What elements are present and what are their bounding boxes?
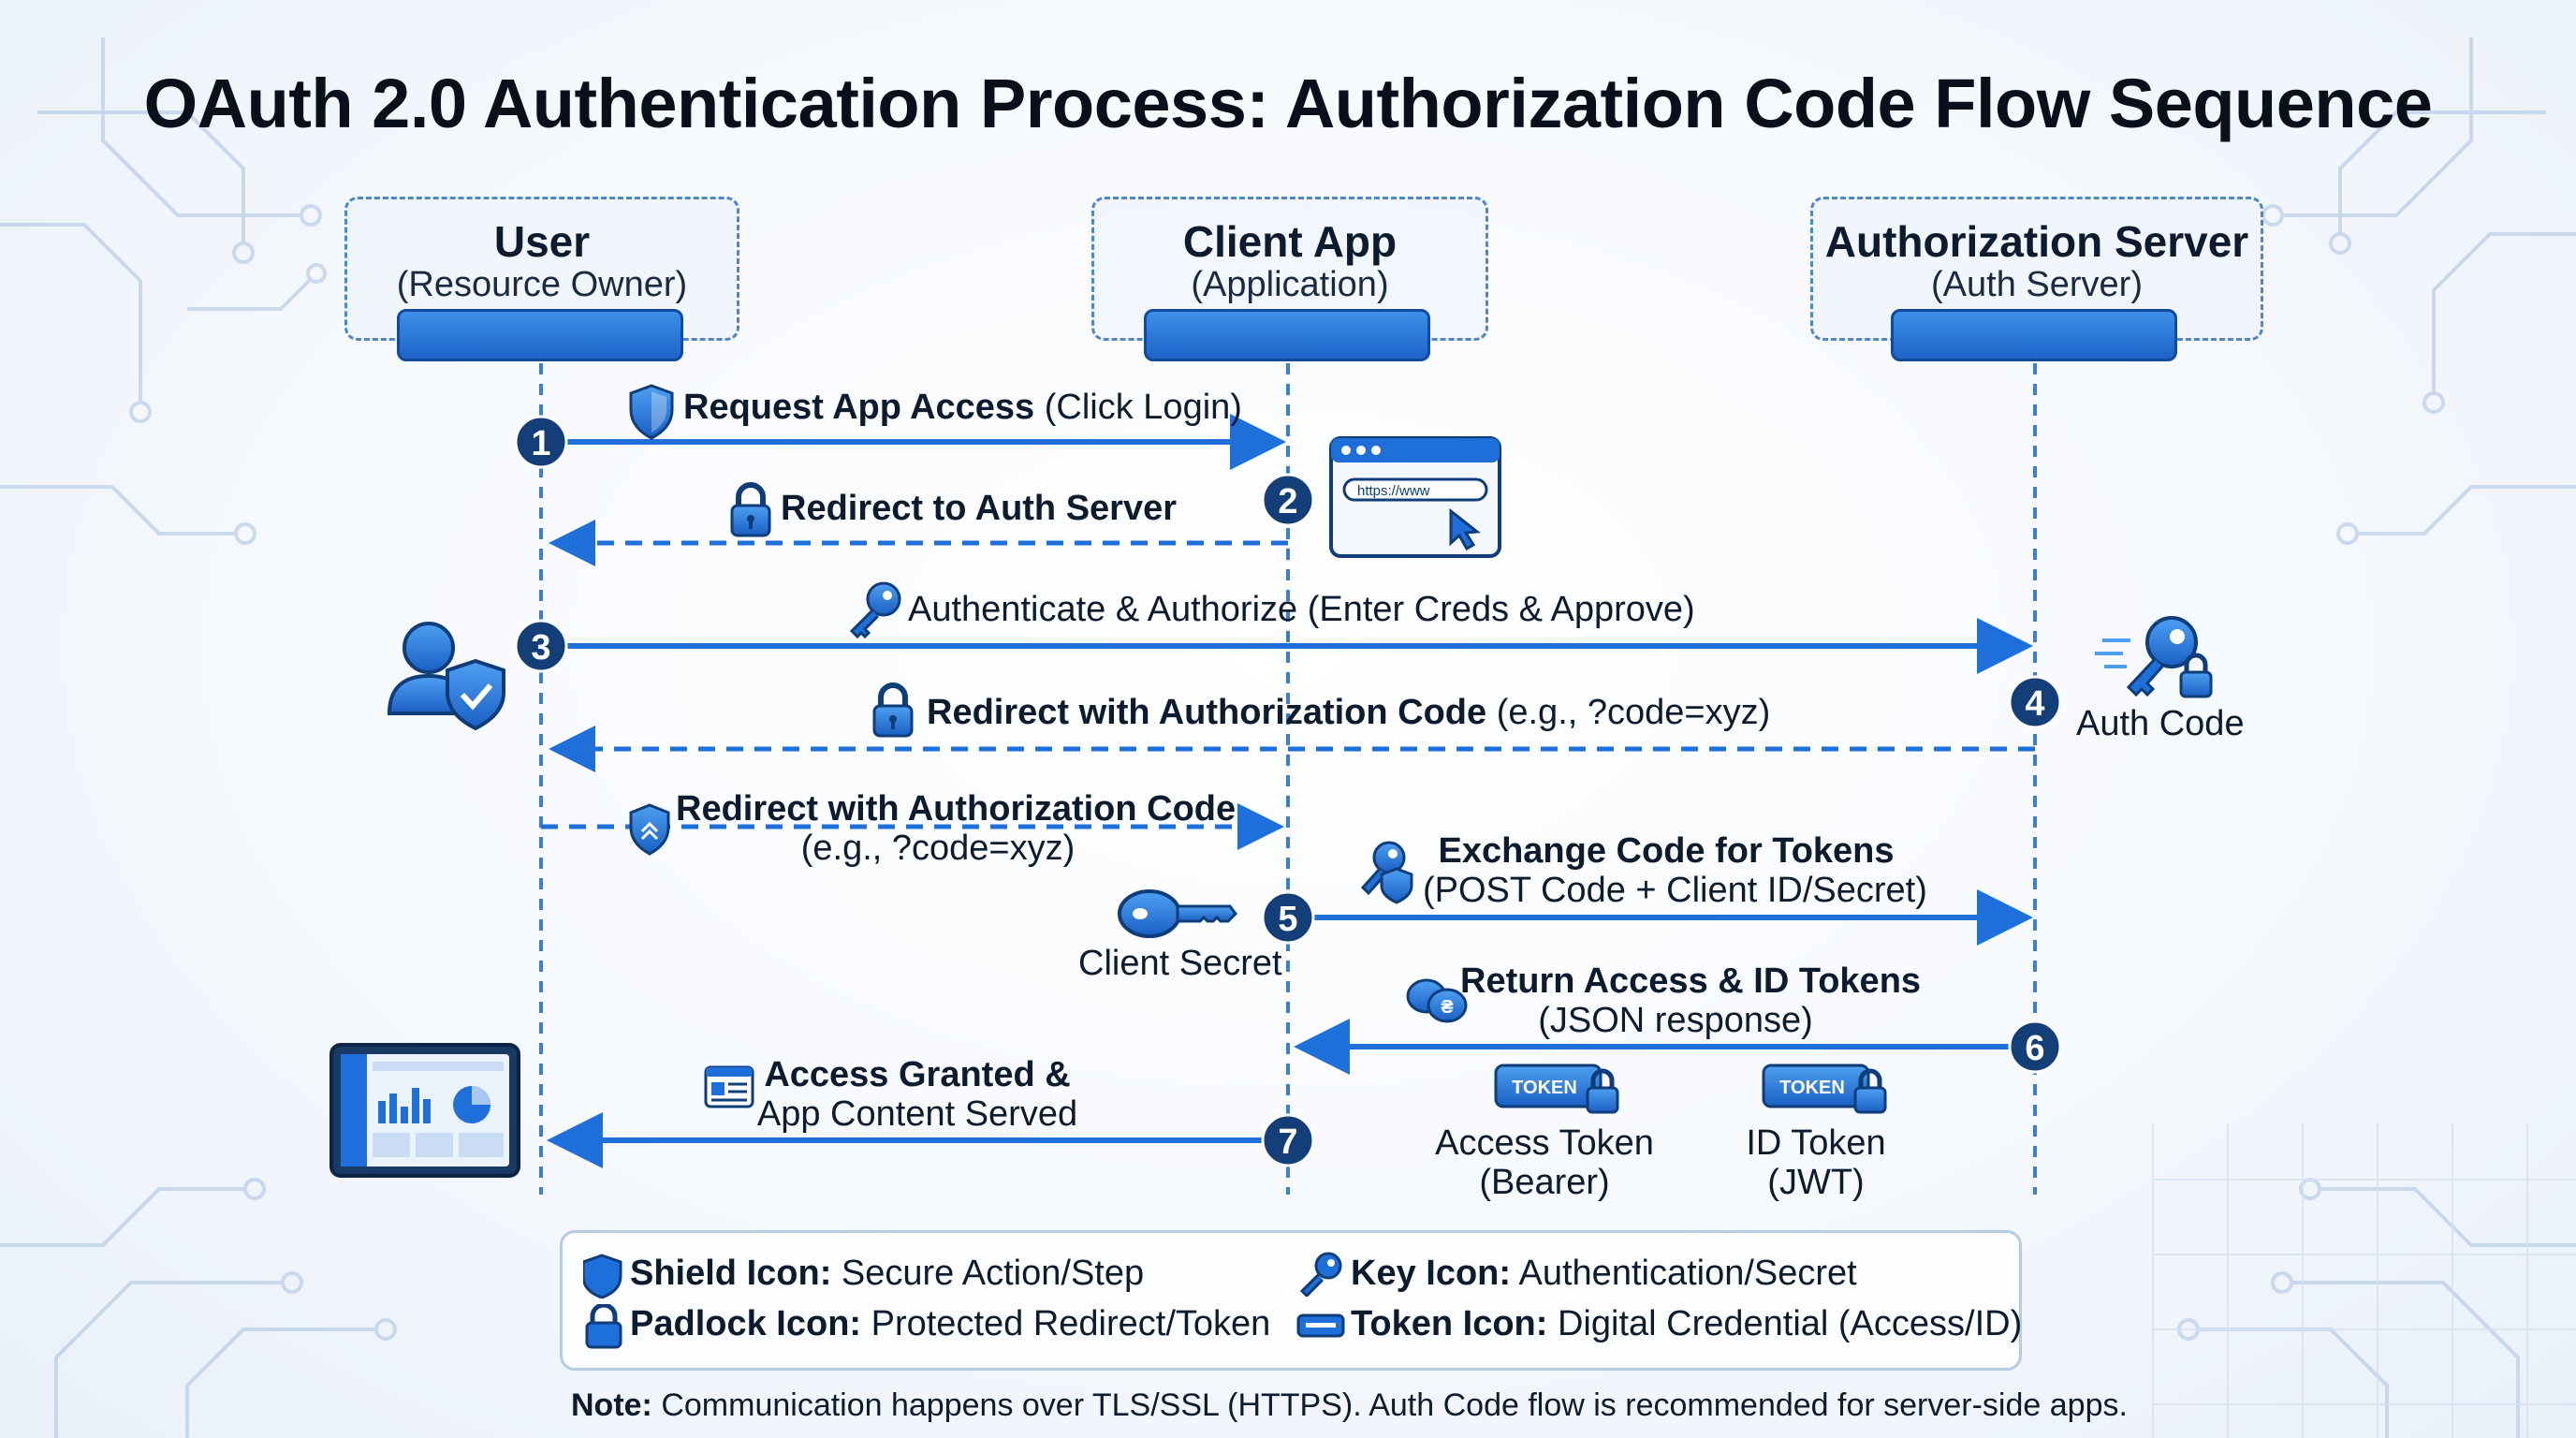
footer-note: Note: Communication happens over TLS/SSL…: [571, 1387, 2128, 1423]
key-icon: [849, 581, 901, 639]
actor-name: Authorization Server: [1824, 217, 2249, 266]
actor-name: Client App: [1182, 217, 1398, 266]
step-label-7: Access Granted &App Content Served: [756, 1055, 1078, 1134]
padlock-icon: [872, 682, 914, 738]
svg-text:4: 4: [2025, 684, 2044, 724]
svg-text:5: 5: [1278, 900, 1297, 939]
step-label-6: Return Access & ID Tokens(JSON response): [1460, 961, 1922, 1040]
actor-subtitle: (Application): [1191, 265, 1389, 304]
svg-text:7: 7: [1278, 1123, 1297, 1162]
key-icon: [1299, 1252, 1342, 1297]
actor-bar-user: [397, 309, 683, 361]
step-marker-2: 2: [1261, 473, 1315, 527]
legend-item-shield: Shield Icon: Secure Action/Step: [630, 1254, 1145, 1293]
step-marker-7: 7: [1261, 1113, 1315, 1167]
legend-item-key: Key Icon: Authentication/Secret: [1351, 1254, 1857, 1293]
padlock-icon: [730, 482, 771, 537]
legend-item-padlock: Padlock Icon: Protected Redirect/Token: [630, 1304, 1271, 1343]
side-redirect-label: Redirect with Authorization Code(e.g., ?…: [676, 789, 1237, 868]
app-window-icon: [704, 1065, 754, 1108]
svg-text:1: 1: [531, 424, 550, 463]
actor-name: User: [493, 217, 591, 266]
shield-icon: [629, 803, 670, 856]
key-shield-icon: [1360, 841, 1413, 904]
step-label-4: Redirect with Authorization Code (e.g., …: [927, 693, 1771, 732]
access-token-badge: TOKEN: [1494, 1064, 1619, 1114]
actor-subtitle: (Resource Owner): [396, 265, 688, 304]
svg-text:2: 2: [1278, 482, 1297, 521]
id-token-badge: TOKEN: [1762, 1064, 1887, 1114]
auth-code-label: Auth Code: [2076, 704, 2245, 743]
padlock-icon: [585, 1304, 622, 1349]
client-secret-label: Client Secret: [1078, 944, 1282, 983]
step-marker-5: 5: [1261, 890, 1315, 945]
browser-url: https://www: [1357, 483, 1430, 499]
cursor-icon: [1449, 507, 1481, 551]
dashboard-tablet-illustration: [329, 1043, 520, 1178]
user-avatar-illustration: [387, 622, 505, 731]
step-marker-1: 1: [514, 415, 568, 469]
step-label-5: Exchange Code for Tokens(POST Code + Cli…: [1423, 831, 1927, 910]
actor-bar-client-app: [1144, 309, 1430, 361]
auth-code-key-illustration: [2095, 616, 2213, 698]
actor-bar-auth-server: [1891, 309, 2177, 361]
shield-icon: [629, 384, 674, 440]
svg-text:3: 3: [531, 628, 550, 668]
browser-window-illustration: https://www: [1329, 436, 1501, 558]
coins-icon: ₴: [1406, 978, 1468, 1023]
step-label-1: Request App Access (Click Login): [683, 388, 1242, 427]
token-icon: [1296, 1313, 1345, 1338]
step-marker-4: 4: [2008, 675, 2062, 729]
step-marker-3: 3: [514, 619, 568, 673]
step-label-3: Authenticate & Authorize (Enter Creds & …: [908, 590, 1695, 629]
svg-text:TOKEN: TOKEN: [1779, 1078, 1845, 1098]
legend-item-token: Token Icon: Digital Credential (Access/I…: [1351, 1304, 2023, 1343]
shield-icon: [583, 1254, 622, 1299]
client-secret-key-illustration: [1118, 889, 1237, 938]
svg-text:₴: ₴: [1441, 997, 1453, 1018]
step-marker-6: 6: [2008, 1020, 2062, 1074]
svg-text:TOKEN: TOKEN: [1512, 1078, 1577, 1098]
step-label-2: Redirect to Auth Server: [781, 489, 1178, 528]
access-token-label: Access Token(Bearer): [1435, 1123, 1654, 1202]
legend: Shield Icon: Secure Action/Step Padlock …: [560, 1230, 2022, 1371]
page-title: OAuth 2.0 Authentication Process: Author…: [143, 65, 2433, 142]
svg-text:6: 6: [2025, 1029, 2044, 1068]
id-token-label: ID Token(JWT): [1746, 1123, 1886, 1202]
actor-subtitle: (Auth Server): [1931, 265, 2143, 304]
